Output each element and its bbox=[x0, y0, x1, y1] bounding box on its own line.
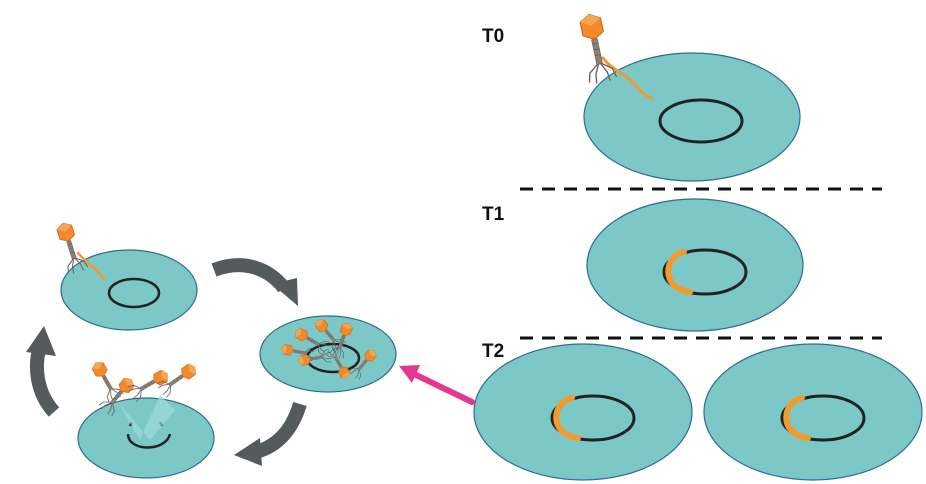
t2-panel bbox=[473, 343, 923, 481]
cycle-arrow-right bbox=[234, 401, 307, 466]
cycle-arrow-left bbox=[26, 326, 60, 417]
t2-integrated-insert-right bbox=[783, 395, 811, 441]
cycle-cell-infection bbox=[60, 249, 198, 331]
t1-integrated-insert bbox=[665, 249, 693, 295]
stage-label-t2: T2 bbox=[482, 341, 505, 362]
cycle-injected-dna bbox=[76, 251, 106, 281]
t0-phage-icon bbox=[574, 10, 618, 86]
t0-bacterial-cell bbox=[583, 52, 801, 182]
stage-label-t1: T1 bbox=[482, 204, 505, 225]
t2-bacterial-cell-right bbox=[703, 343, 923, 481]
cycle-cell-lysis bbox=[77, 397, 215, 479]
cycle-arrow-top bbox=[211, 258, 298, 306]
t0-injected-dna bbox=[601, 56, 654, 100]
t1-bacterial-cell bbox=[586, 198, 804, 332]
t0-panel bbox=[574, 10, 801, 182]
cycle-cell-replication bbox=[259, 315, 397, 393]
lysis-burst bbox=[118, 395, 175, 440]
link-arrow bbox=[399, 365, 475, 405]
lytic-cycle bbox=[26, 219, 397, 479]
stage-label-t0: T0 bbox=[482, 26, 505, 47]
cycle-genome-infection bbox=[107, 277, 161, 309]
t2-genome-ring-left bbox=[550, 394, 636, 442]
t2-genome-ring-right bbox=[780, 394, 866, 442]
t1-panel bbox=[586, 198, 804, 332]
t2-integrated-insert-left bbox=[553, 395, 581, 441]
cycle-genome-lysis bbox=[126, 433, 172, 449]
t2-bacterial-cell-left bbox=[473, 343, 693, 481]
t1-genome-ring bbox=[662, 248, 748, 296]
t0-genome-ring bbox=[658, 98, 744, 144]
